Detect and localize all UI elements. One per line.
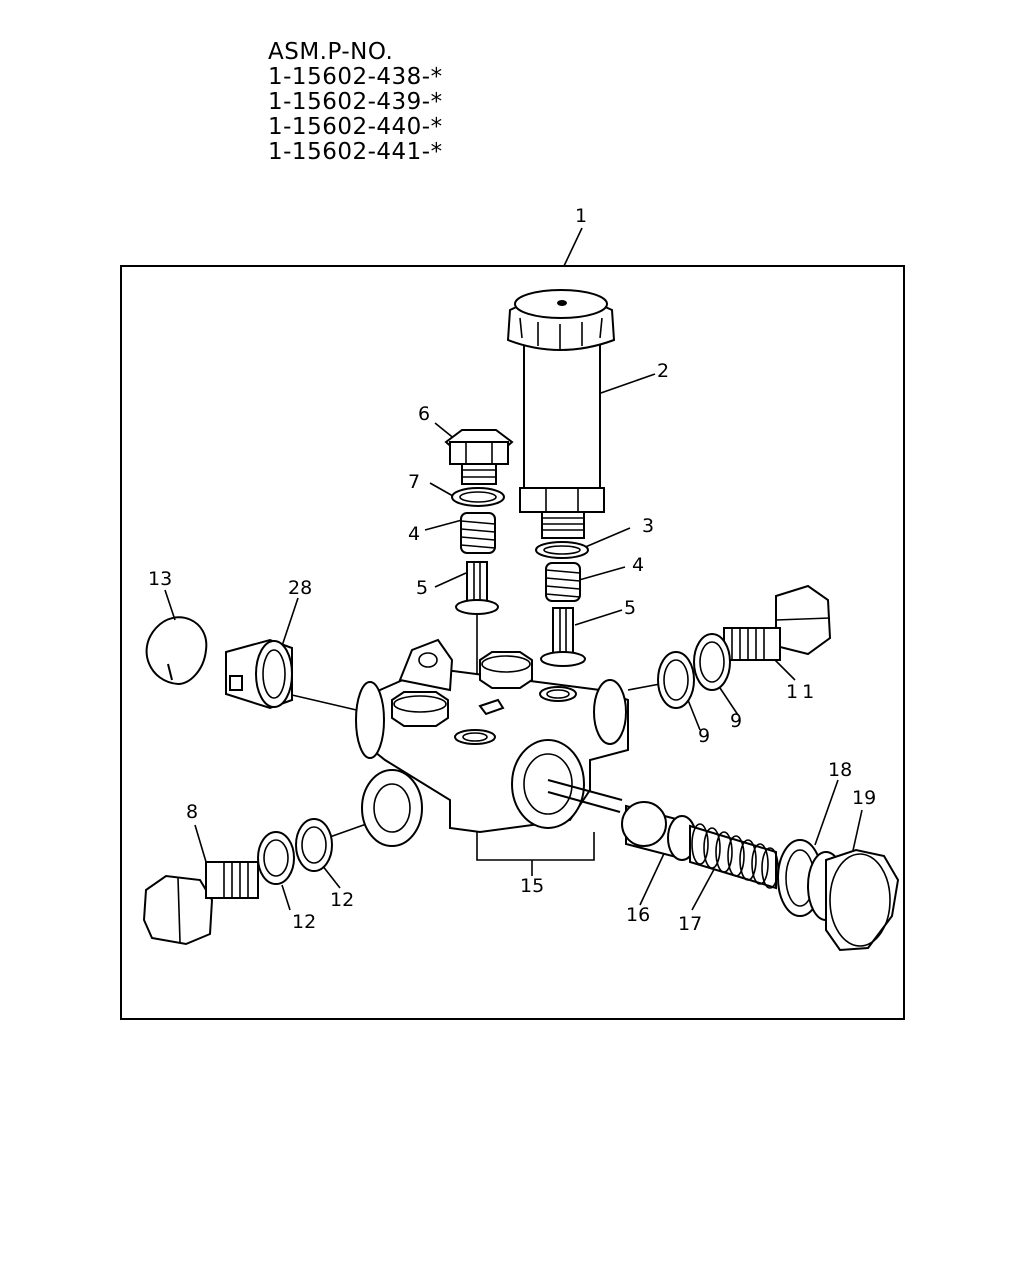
callout-2: 2 xyxy=(657,360,669,382)
callout-9-right: 9 xyxy=(730,710,742,732)
part-number-439: 1-15602-439-* xyxy=(268,89,443,115)
callout-3: 3 xyxy=(642,515,654,537)
valve-5-right xyxy=(540,607,586,667)
gasket-3 xyxy=(535,541,589,559)
callout-17: 17 xyxy=(678,913,702,935)
piston-16 xyxy=(621,801,697,861)
snap-ring-13 xyxy=(145,616,208,685)
eye-bolt-8 xyxy=(142,861,259,946)
callout-19: 19 xyxy=(852,787,876,809)
callout-15: 15 xyxy=(520,875,544,897)
callout-16: 16 xyxy=(626,904,650,926)
priming-pump xyxy=(506,289,616,539)
callout-6: 6 xyxy=(418,403,430,425)
callout-8: 8 xyxy=(186,801,198,823)
callout-12-right: 12 xyxy=(330,889,354,911)
pump-body-15 xyxy=(355,638,629,847)
callout-4-left: 4 xyxy=(408,523,420,545)
assembly-part-number-block: ASM.P-NO. 1-15602-438-* 1-15602-439-* 1-… xyxy=(268,40,443,165)
assembly-frame xyxy=(120,265,905,1020)
spring-4-right xyxy=(545,562,581,602)
callout-9-left: 9 xyxy=(698,725,710,747)
callout-5-right: 5 xyxy=(624,597,636,619)
callout-1: 1 xyxy=(575,205,587,227)
valve-5-left xyxy=(455,561,499,615)
part-number-440: 1-15602-440-* xyxy=(268,114,443,140)
spring-4-left xyxy=(460,512,496,554)
part-number-438: 1-15602-438-* xyxy=(268,64,443,90)
callout-11: 11 xyxy=(786,681,818,703)
eye-bolt-11 xyxy=(723,584,832,661)
spring-17 xyxy=(689,823,779,890)
plug-6 xyxy=(444,429,514,485)
part-number-441: 1-15602-441-* xyxy=(268,139,443,165)
plug-19 xyxy=(807,848,900,952)
callout-4-right: 4 xyxy=(632,554,644,576)
callout-5-left: 5 xyxy=(416,577,428,599)
callout-28: 28 xyxy=(288,577,312,599)
gasket-7 xyxy=(451,487,505,507)
callout-18: 18 xyxy=(828,759,852,781)
assembly-part-number-title: ASM.P-NO. xyxy=(268,39,394,65)
callout-13: 13 xyxy=(148,568,172,590)
strainer-28 xyxy=(225,638,293,710)
callout-7: 7 xyxy=(408,471,420,493)
callout-labels: 1 2 3 4 4 5 5 6 7 13 28 9 9 11 8 12 12 1… xyxy=(148,205,876,935)
callout-12-left: 12 xyxy=(292,911,316,933)
